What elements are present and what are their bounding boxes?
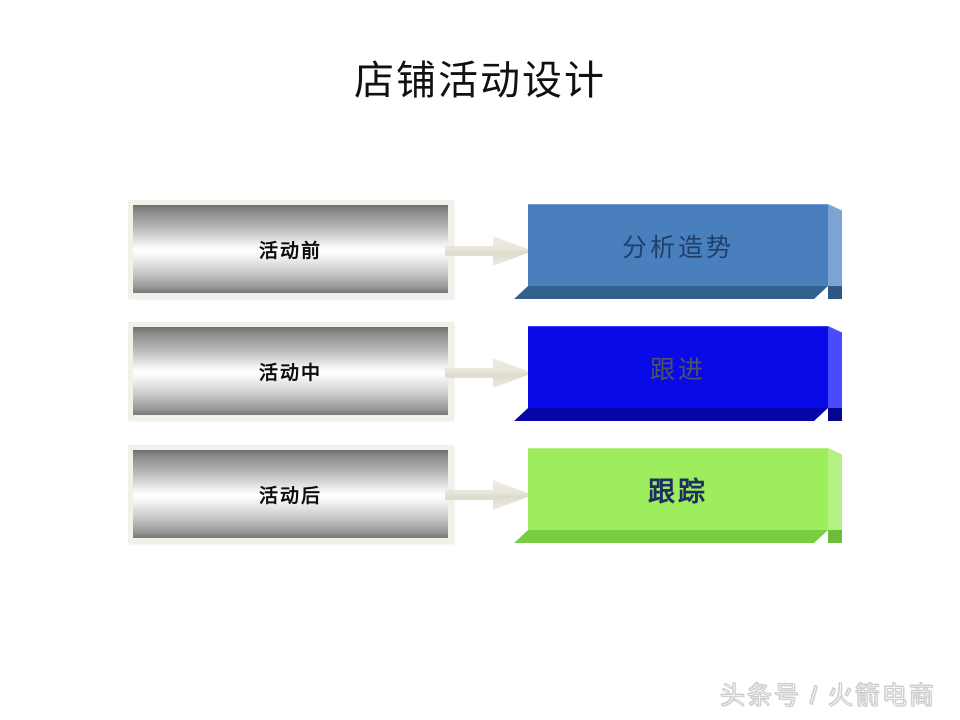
stage-box-2-surface: 活动中 bbox=[133, 327, 448, 415]
action-box-3[interactable]: 跟踪 bbox=[514, 448, 848, 543]
watermark: 头条号 / 火箭电商 bbox=[720, 682, 936, 711]
action-box-2-bottom-bevel bbox=[514, 408, 828, 421]
action-box-1-bottom-bevel bbox=[514, 286, 828, 299]
stage-box-2[interactable]: 活动中 bbox=[128, 322, 453, 420]
action-box-3-bottom-bevel bbox=[514, 530, 828, 543]
action-box-1-corner-bevel bbox=[828, 286, 842, 299]
action-box-1-label: 分析造势 bbox=[621, 233, 734, 262]
stage-box-2-label: 活动中 bbox=[258, 362, 322, 384]
action-box-1[interactable]: 分析造势 bbox=[514, 204, 848, 299]
stage-box-3-label: 活动后 bbox=[258, 485, 322, 507]
action-box-1-face: 分析造势 bbox=[528, 204, 828, 286]
action-box-3-side-bevel bbox=[828, 448, 842, 537]
action-box-2-side-bevel bbox=[828, 326, 842, 415]
action-box-2-corner-bevel bbox=[828, 408, 842, 421]
action-box-2[interactable]: 跟进 bbox=[514, 326, 848, 421]
right-arrow-icon-3 bbox=[445, 478, 533, 512]
action-box-3-corner-bevel bbox=[828, 530, 842, 543]
action-box-3-label: 跟踪 bbox=[648, 477, 708, 507]
action-box-2-label: 跟进 bbox=[649, 355, 706, 384]
right-arrow-icon-1 bbox=[445, 234, 533, 268]
stage-box-1-label: 活动前 bbox=[258, 240, 322, 262]
stage-box-1[interactable]: 活动前 bbox=[128, 200, 453, 298]
action-box-1-side-bevel bbox=[828, 204, 842, 293]
right-arrow-icon-2 bbox=[445, 356, 533, 390]
stage-box-3[interactable]: 活动后 bbox=[128, 445, 453, 543]
action-box-2-face: 跟进 bbox=[528, 326, 828, 408]
stage-box-1-surface: 活动前 bbox=[133, 205, 448, 293]
page-title: 店铺活动设计 bbox=[354, 58, 606, 103]
action-box-3-face: 跟踪 bbox=[528, 448, 828, 530]
stage-box-3-surface: 活动后 bbox=[133, 450, 448, 538]
